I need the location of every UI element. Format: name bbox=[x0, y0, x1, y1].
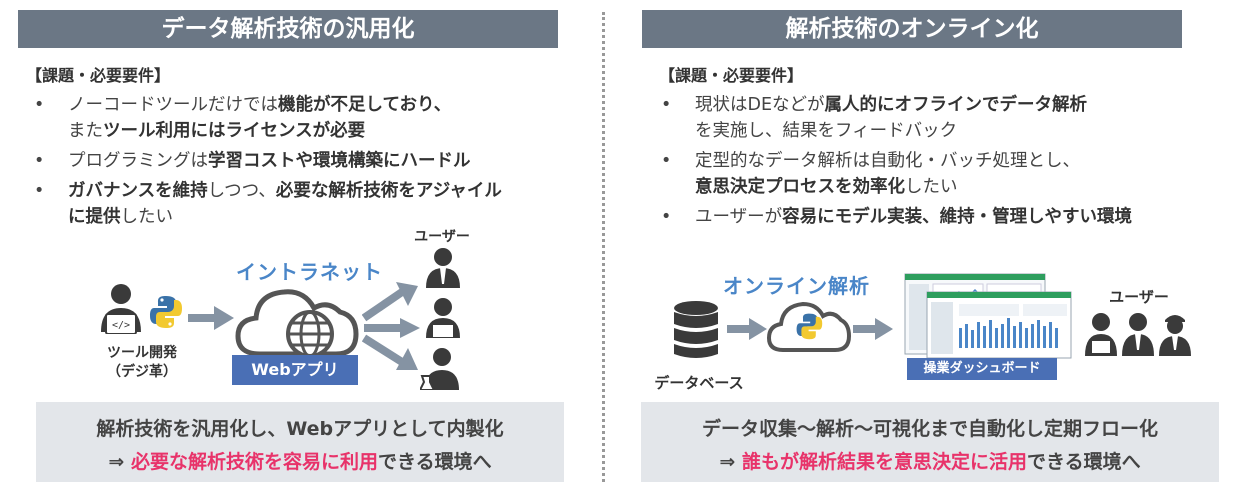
cloud-globe-icon bbox=[235, 289, 359, 358]
right-summary-line2: ⇒ 誰もが解析結果を意思決定に活用できる環境へ bbox=[719, 451, 1141, 473]
user-scientist-icon bbox=[420, 348, 459, 390]
left-bullet-1: • ノーコードツールだけでは機能が不足しており、 またツール利用にはライセンスが… bbox=[34, 95, 452, 141]
intranet-label: イントラネット bbox=[236, 260, 383, 284]
arrow-cloud-to-dashboard bbox=[853, 318, 893, 340]
left-summary-line1: 解析技術を汎用化し、Webアプリとして内製化 bbox=[96, 418, 504, 440]
right-bullet-3: • ユーザーが容易にモデル実装、維持・管理しやすい環境 bbox=[661, 207, 1132, 227]
online-analysis-label: オンライン解析 bbox=[723, 274, 870, 298]
developer-label: ツール開発 bbox=[107, 345, 177, 361]
left-bullet-list: • ノーコードツールだけでは機能が不足しており、 またツール利用にはライセンスが… bbox=[28, 92, 548, 234]
left-requirements-title: 【課題・必要要件】 bbox=[26, 66, 171, 85]
left-summary-line2: ⇒ 必要な解析技術を容易に利用できる環境へ bbox=[108, 451, 492, 473]
dashboard-label: 操業ダッシュボード bbox=[907, 358, 1057, 380]
user-group-icon bbox=[1085, 313, 1191, 356]
database-icon bbox=[674, 301, 718, 358]
left-header: データ解析技術の汎用化 bbox=[18, 10, 558, 48]
left-summary-box: 解析技術を汎用化し、Webアプリとして内製化 ⇒ 必要な解析技術を容易に利用でき… bbox=[36, 402, 564, 482]
left-bullet-3: • ガバナンスを維持しつつ、必要な解析技術をアジャイル に提供したい bbox=[34, 181, 502, 227]
users-label: ユーザー bbox=[414, 229, 470, 245]
user-businessman-icon bbox=[426, 248, 460, 288]
developer-sublabel: （デジ革） bbox=[107, 364, 177, 380]
right-bullet-2: • 定型的なデータ解析は自動化・バッチ処理とし、 意思決定プロセスを効率化したい bbox=[661, 151, 1080, 197]
developer-icon: </> bbox=[101, 284, 141, 334]
cloud-python-icon bbox=[766, 301, 851, 352]
dashboard-screenshot bbox=[904, 273, 1072, 359]
right-summary-box: データ収集～解析～可視化まで自動化し定期フロー化 ⇒ 誰もが解析結果を意思決定に… bbox=[641, 402, 1219, 482]
right-header: 解析技術のオンライン化 bbox=[642, 10, 1182, 48]
right-panel: 解析技術のオンライン化 【課題・必要要件】 • 現状はDEなどが属人的にオフライ… bbox=[625, 0, 1243, 491]
user-engineer-icon bbox=[426, 298, 460, 338]
right-requirements-title: 【課題・必要要件】 bbox=[659, 66, 804, 85]
arrow-db-to-cloud bbox=[727, 318, 767, 340]
panel-divider bbox=[602, 12, 605, 482]
right-bullet-1: • 現状はDEなどが属人的にオフラインでデータ解析 を実施し、結果をフィードバッ… bbox=[661, 95, 1088, 141]
python-icon bbox=[150, 296, 182, 328]
arrow-to-cloud bbox=[188, 306, 234, 330]
left-bullet-2: • プログラミングは学習コストや環境構築にハードル bbox=[34, 151, 471, 171]
right-summary-line1: データ収集～解析～可視化まで自動化し定期フロー化 bbox=[701, 418, 1158, 440]
database-label: データベース bbox=[654, 374, 744, 392]
right-bullet-list: • 現状はDEなどが属人的にオフラインでデータ解析 を実施し、結果をフィードバッ… bbox=[655, 92, 1215, 234]
right-users-label: ユーザー bbox=[1109, 288, 1169, 306]
webapp-badge: Webアプリ bbox=[232, 355, 358, 385]
left-panel: データ解析技術の汎用化 【課題・必要要件】 • ノーコードツールだけでは機能が不… bbox=[0, 0, 600, 491]
svg-text:</>: </> bbox=[112, 320, 130, 331]
fanout-arrows bbox=[362, 282, 420, 370]
